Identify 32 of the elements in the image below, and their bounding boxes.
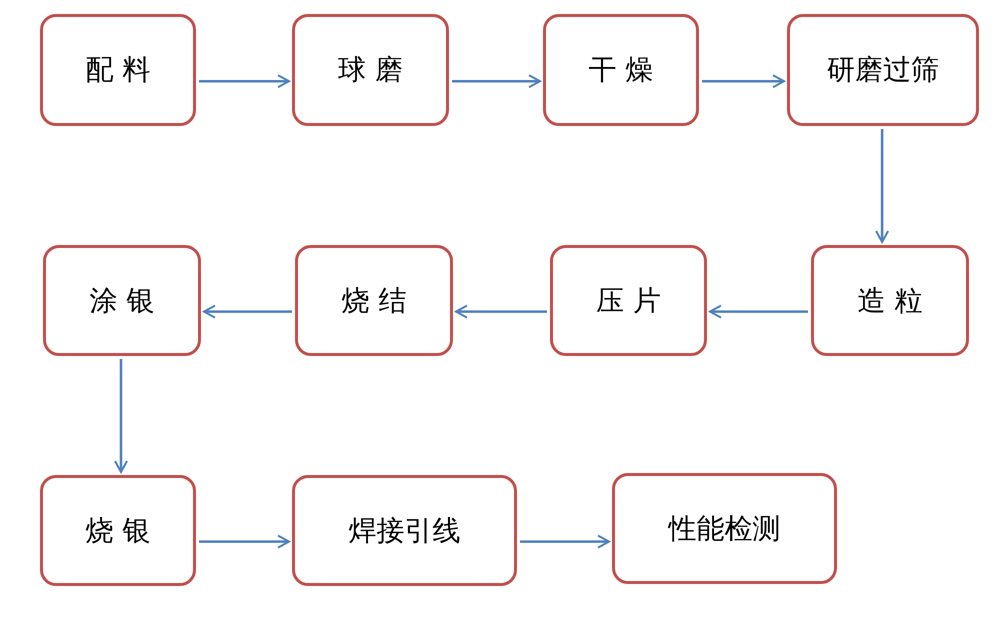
process-box [40,475,196,586]
process-box [40,14,196,126]
arrow [452,74,541,88]
arrow [199,534,290,549]
step-label: 涂 银 [90,282,154,318]
arrow [114,359,128,473]
step-label: 配 料 [86,52,150,88]
process-box [811,245,969,356]
step-label: 研磨过筛 [827,52,939,88]
arrow [455,304,547,319]
process-box [295,245,453,356]
arrow [520,534,610,549]
step-label: 干 燥 [588,52,654,88]
step-label: 球 磨 [338,52,403,88]
process-box [612,473,837,584]
process-box [292,475,517,586]
arrow [203,304,292,319]
process-box [787,14,979,126]
step-label: 性能检测 [668,510,780,546]
step-label: 烧 银 [86,512,150,548]
step-label: 压 片 [596,282,661,318]
step-label: 焊接引线 [348,512,460,548]
arrow [199,74,290,88]
step-label: 烧 结 [342,282,406,318]
arrow [709,304,808,319]
step-label: 造 粒 [858,282,922,318]
process-box [543,14,699,126]
process-box [550,245,707,356]
process-box [292,14,449,126]
arrow [875,129,890,243]
process-box [43,245,201,356]
arrow [702,74,785,88]
